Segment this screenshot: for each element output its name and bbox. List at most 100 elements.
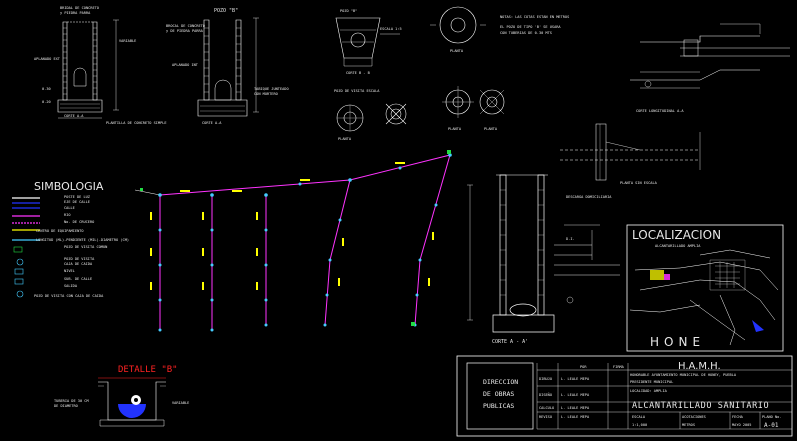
label: PLANTILLA DE CONCRETO SIMPLE: [106, 121, 167, 125]
legend-item: POZO DE VISITA COMUN: [64, 245, 107, 249]
row-label: REVISO: [539, 415, 552, 419]
map-subtitle: ALCANTARILLADO AMPLIA: [655, 244, 701, 248]
direccion-line: DIRECCION: [483, 378, 518, 386]
manhole-cover-detail: [335, 17, 400, 67]
label: CORTE A-A: [202, 121, 222, 125]
label: y PIEDRA PARRA: [60, 11, 91, 15]
label: VARIABLE: [172, 401, 189, 405]
row-value: L. LEALE MEPA: [561, 393, 590, 397]
notes: NOTAS: LAS COTAS ESTAN EN METROS EL POZO…: [500, 15, 569, 35]
manhole-section-a: [57, 19, 119, 119]
legend-title: SIMBOLOGIA: [34, 180, 104, 193]
sewer-network: [134, 154, 451, 330]
service-connection-section: [630, 23, 790, 89]
map-place-name: HONE: [650, 335, 705, 349]
network-dimension-marks: [150, 162, 434, 290]
detail-title: DETALLE "B": [118, 365, 178, 375]
network-green-markers: [140, 150, 451, 326]
direccion-line: PUBLICAS: [483, 402, 514, 410]
legend-item: NIVEL: [64, 269, 75, 273]
label: y DE PIEDRA PARRA: [166, 29, 204, 33]
org-subtitle: HONORABLE AYUNTAMIENTO MUNICIPAL DE HONE…: [630, 373, 737, 377]
location-map: LOCALIZACION ALCANTARILLADO AMPLIA HONE: [626, 224, 784, 352]
plan-label: PLANTA: [484, 127, 498, 131]
section-label: CORTE A - A': [492, 339, 528, 345]
row-label: DISEÑO: [539, 392, 552, 397]
note: NOTAS: LAS COTAS ESTAN EN METROS: [500, 15, 569, 19]
section-title: POZO "B": [214, 8, 238, 14]
legend-item: RIO: [64, 213, 71, 217]
label: CON MORTERO: [254, 92, 278, 96]
legend-item: LONGITUD (ML)-PENDIENTE (MIL)-DIAMETRO (…: [36, 238, 129, 242]
note: CON TUBERIAS DE 0.30 MTS: [500, 31, 552, 35]
project-title: ALCANTARILLADO SANITARIO: [632, 401, 769, 411]
side-note: PRESIDENTE MUNICIPAL: [630, 380, 673, 384]
network-nodes: [158, 153, 452, 332]
legend-item: SUB. DE CALLE: [64, 277, 92, 281]
col-header: ESCALA: [632, 415, 646, 419]
note: EL POZO DE TIPO 'B' SE USARA: [500, 25, 561, 29]
title-block: DIRECCION DE OBRAS PUBLICAS POR FIRMA DI…: [456, 355, 793, 437]
legend-item: SALIDA: [64, 284, 78, 288]
legend-item: POZO DE VISITA CON CAJA DE CAIDA: [34, 294, 104, 298]
legend-item: CAJA DE CAIDA: [64, 262, 93, 266]
detail-b: DETALLE "B" TUBERIA DE 30 CM DE DIAMETRO…: [54, 365, 189, 427]
col-header: FECHA: [732, 415, 744, 419]
service-connection-plan: [560, 123, 701, 181]
legend-item: POZO DE VISITA: [64, 257, 95, 261]
manhole-section-a-labels: BRIDAL DE CONCRETO y PIEDRA PARRA VARIAB…: [34, 6, 167, 125]
plan-number: A-01: [764, 422, 779, 429]
row-value: L. LEALE MEPA: [561, 415, 590, 419]
legend-item: CALLE: [64, 206, 75, 210]
org-name: H.A.M.H.: [678, 361, 721, 372]
label: TABIQUE JUNTEADO: [254, 87, 289, 91]
row-label: CALCULO: [539, 406, 554, 410]
label: APLANADO INT: [172, 63, 199, 67]
label: TUBERIA DE 30 CM: [54, 399, 89, 403]
col-value: METROS: [682, 423, 695, 427]
header-cell: FIRMA: [613, 365, 625, 369]
col-value: 1:1,000: [632, 423, 647, 427]
col-value: MAYO 2005: [732, 423, 751, 427]
plan-label: PLANTA: [448, 127, 462, 131]
row-value: L. LEALE MEPA: [561, 406, 590, 410]
section-label: CORTE LONGITUDINAL A-A: [636, 109, 684, 113]
plan-label: PLANTA: [450, 49, 464, 53]
side-note: LOCALIDAD: AMPLIA: [630, 389, 668, 393]
section-title: POZO DE VISITA ESCALA: [334, 89, 380, 93]
label: DE DIAMETRO: [54, 404, 78, 408]
legend-item: CENTRO DE EQUIPAMIENTO: [36, 229, 84, 233]
valve-plans: [442, 86, 505, 118]
row-label: DIBUJO: [539, 377, 552, 381]
label: BROCAL DE CONCRETO: [166, 24, 205, 28]
header-cell: POR: [580, 365, 587, 369]
scale-label: ESCALA 1:5: [380, 27, 402, 31]
col-header: ACOTACIONES: [682, 415, 706, 419]
manhole-section-b-labels: POZO "B" BROCAL DE CONCRETO y DE PIEDRA …: [166, 8, 289, 125]
label: VARIABLE: [119, 39, 136, 43]
legend-item: No. DE CRUCERO: [64, 220, 94, 224]
manhole-cross-section: [467, 174, 620, 333]
label: CORTE A-A: [64, 114, 84, 118]
label: APLANADO EXT: [34, 57, 61, 61]
pozo-visita-plan: [336, 103, 407, 132]
legend: SIMBOLOGIA POSTE DE LUZ EJE DE CALLE CAL…: [12, 180, 129, 298]
legend-item: EJE DE CALLE: [64, 200, 90, 204]
direccion-line: DE OBRAS: [483, 390, 514, 398]
label: 0.30: [42, 87, 51, 91]
section-label: DESCARGA DOMICILIARIA: [566, 195, 612, 199]
plan-label: PLANTA SIN ESCALA: [620, 181, 658, 185]
legend-item: POSTE DE LUZ: [64, 195, 91, 199]
map-title: LOCALIZACION: [632, 228, 721, 242]
service-connection-labels: CORTE LONGITUDINAL A-A: [636, 109, 684, 113]
row-value: L. LEALE MEPA: [561, 377, 590, 381]
label: 0.20: [42, 100, 51, 104]
manhole-ring-plan: [430, 6, 486, 44]
section-title: POZO "B": [340, 9, 357, 13]
manhole-section-b: [197, 17, 259, 117]
label: BRIDAL DE CONCRETO: [60, 6, 99, 10]
label: D.I.: [566, 237, 575, 241]
col-header: PLANO No.: [762, 415, 781, 419]
section-label: CORTE B - B: [346, 71, 370, 75]
